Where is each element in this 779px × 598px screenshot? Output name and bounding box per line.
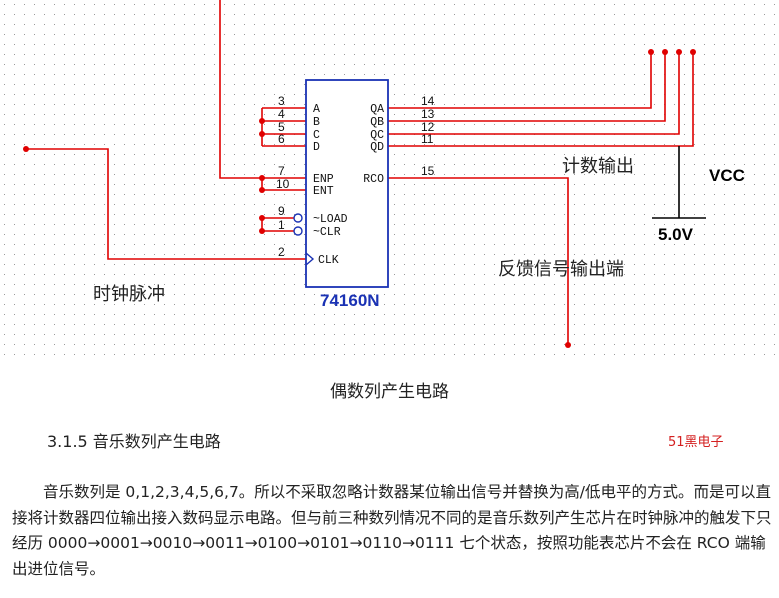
pin-label-ent: ENT <box>313 185 334 198</box>
junction-dots <box>23 49 696 348</box>
clr-inversion-bubble <box>293 226 303 236</box>
body-paragraph-container: 音乐数列是 0,1,2,3,4,5,6,7。所以不采取忽略计数器某位输出信号并替… <box>12 480 772 582</box>
pin-label-load: ~LOAD <box>313 213 348 226</box>
pin-label-qa: QA <box>370 103 384 116</box>
pin-label-qc: QC <box>370 129 384 142</box>
grid-background <box>0 0 779 362</box>
pin-number-7: 7 <box>278 164 285 178</box>
pin-number-6: 6 <box>278 132 285 146</box>
pin-number-12: 12 <box>421 120 435 134</box>
pin-number-14: 14 <box>421 94 435 108</box>
watermark: 51黑电子 <box>668 435 724 450</box>
ic-74160n-body <box>305 79 389 288</box>
pin-number-9: 9 <box>278 204 285 218</box>
pin-label-b: B <box>313 116 320 129</box>
pin-label-rco: RCO <box>363 173 384 186</box>
vcc-label: VCC <box>709 166 745 185</box>
load-inversion-bubble <box>293 213 303 223</box>
pin-number-1: 1 <box>278 218 285 232</box>
pin-label-qb: QB <box>370 116 384 129</box>
figure-caption: 偶数列产生电路 <box>330 382 449 402</box>
circuit-schematic: A B C D ENP ENT ~LOAD ~CLR CLK 3 4 5 6 7… <box>0 0 779 362</box>
clk-triangle <box>305 252 315 266</box>
wires <box>26 0 694 345</box>
vcc-voltage-label: 5.0V <box>658 225 694 244</box>
clock-pulse-label: 时钟脉冲 <box>93 284 165 305</box>
pin-number-4: 4 <box>278 107 285 121</box>
section-heading: 3.1.5 音乐数列产生电路 <box>47 432 221 451</box>
pin-number-15: 15 <box>421 164 435 178</box>
feedback-output-label: 反馈信号输出端 <box>498 259 624 280</box>
pin-label-qd: QD <box>370 141 384 154</box>
pin-label-c: C <box>313 129 320 142</box>
pin-label-clr: ~CLR <box>313 226 341 239</box>
pin-number-3: 3 <box>278 94 285 108</box>
pin-number-2: 2 <box>278 245 285 259</box>
count-output-label: 计数输出 <box>562 156 634 177</box>
body-paragraph: 音乐数列是 0,1,2,3,4,5,6,7。所以不采取忽略计数器某位输出信号并替… <box>12 483 772 578</box>
pin-number-5: 5 <box>278 120 285 134</box>
pin-label-d: D <box>313 141 320 154</box>
pin-number-11: 11 <box>421 132 434 146</box>
pin-label-a: A <box>313 103 320 116</box>
pin-label-clk: CLK <box>318 254 339 267</box>
pin-label-enp: ENP <box>313 173 334 186</box>
pin-number-10: 10 <box>276 177 290 191</box>
ic-name: 74160N <box>320 291 380 310</box>
pin-number-13: 13 <box>421 107 435 121</box>
